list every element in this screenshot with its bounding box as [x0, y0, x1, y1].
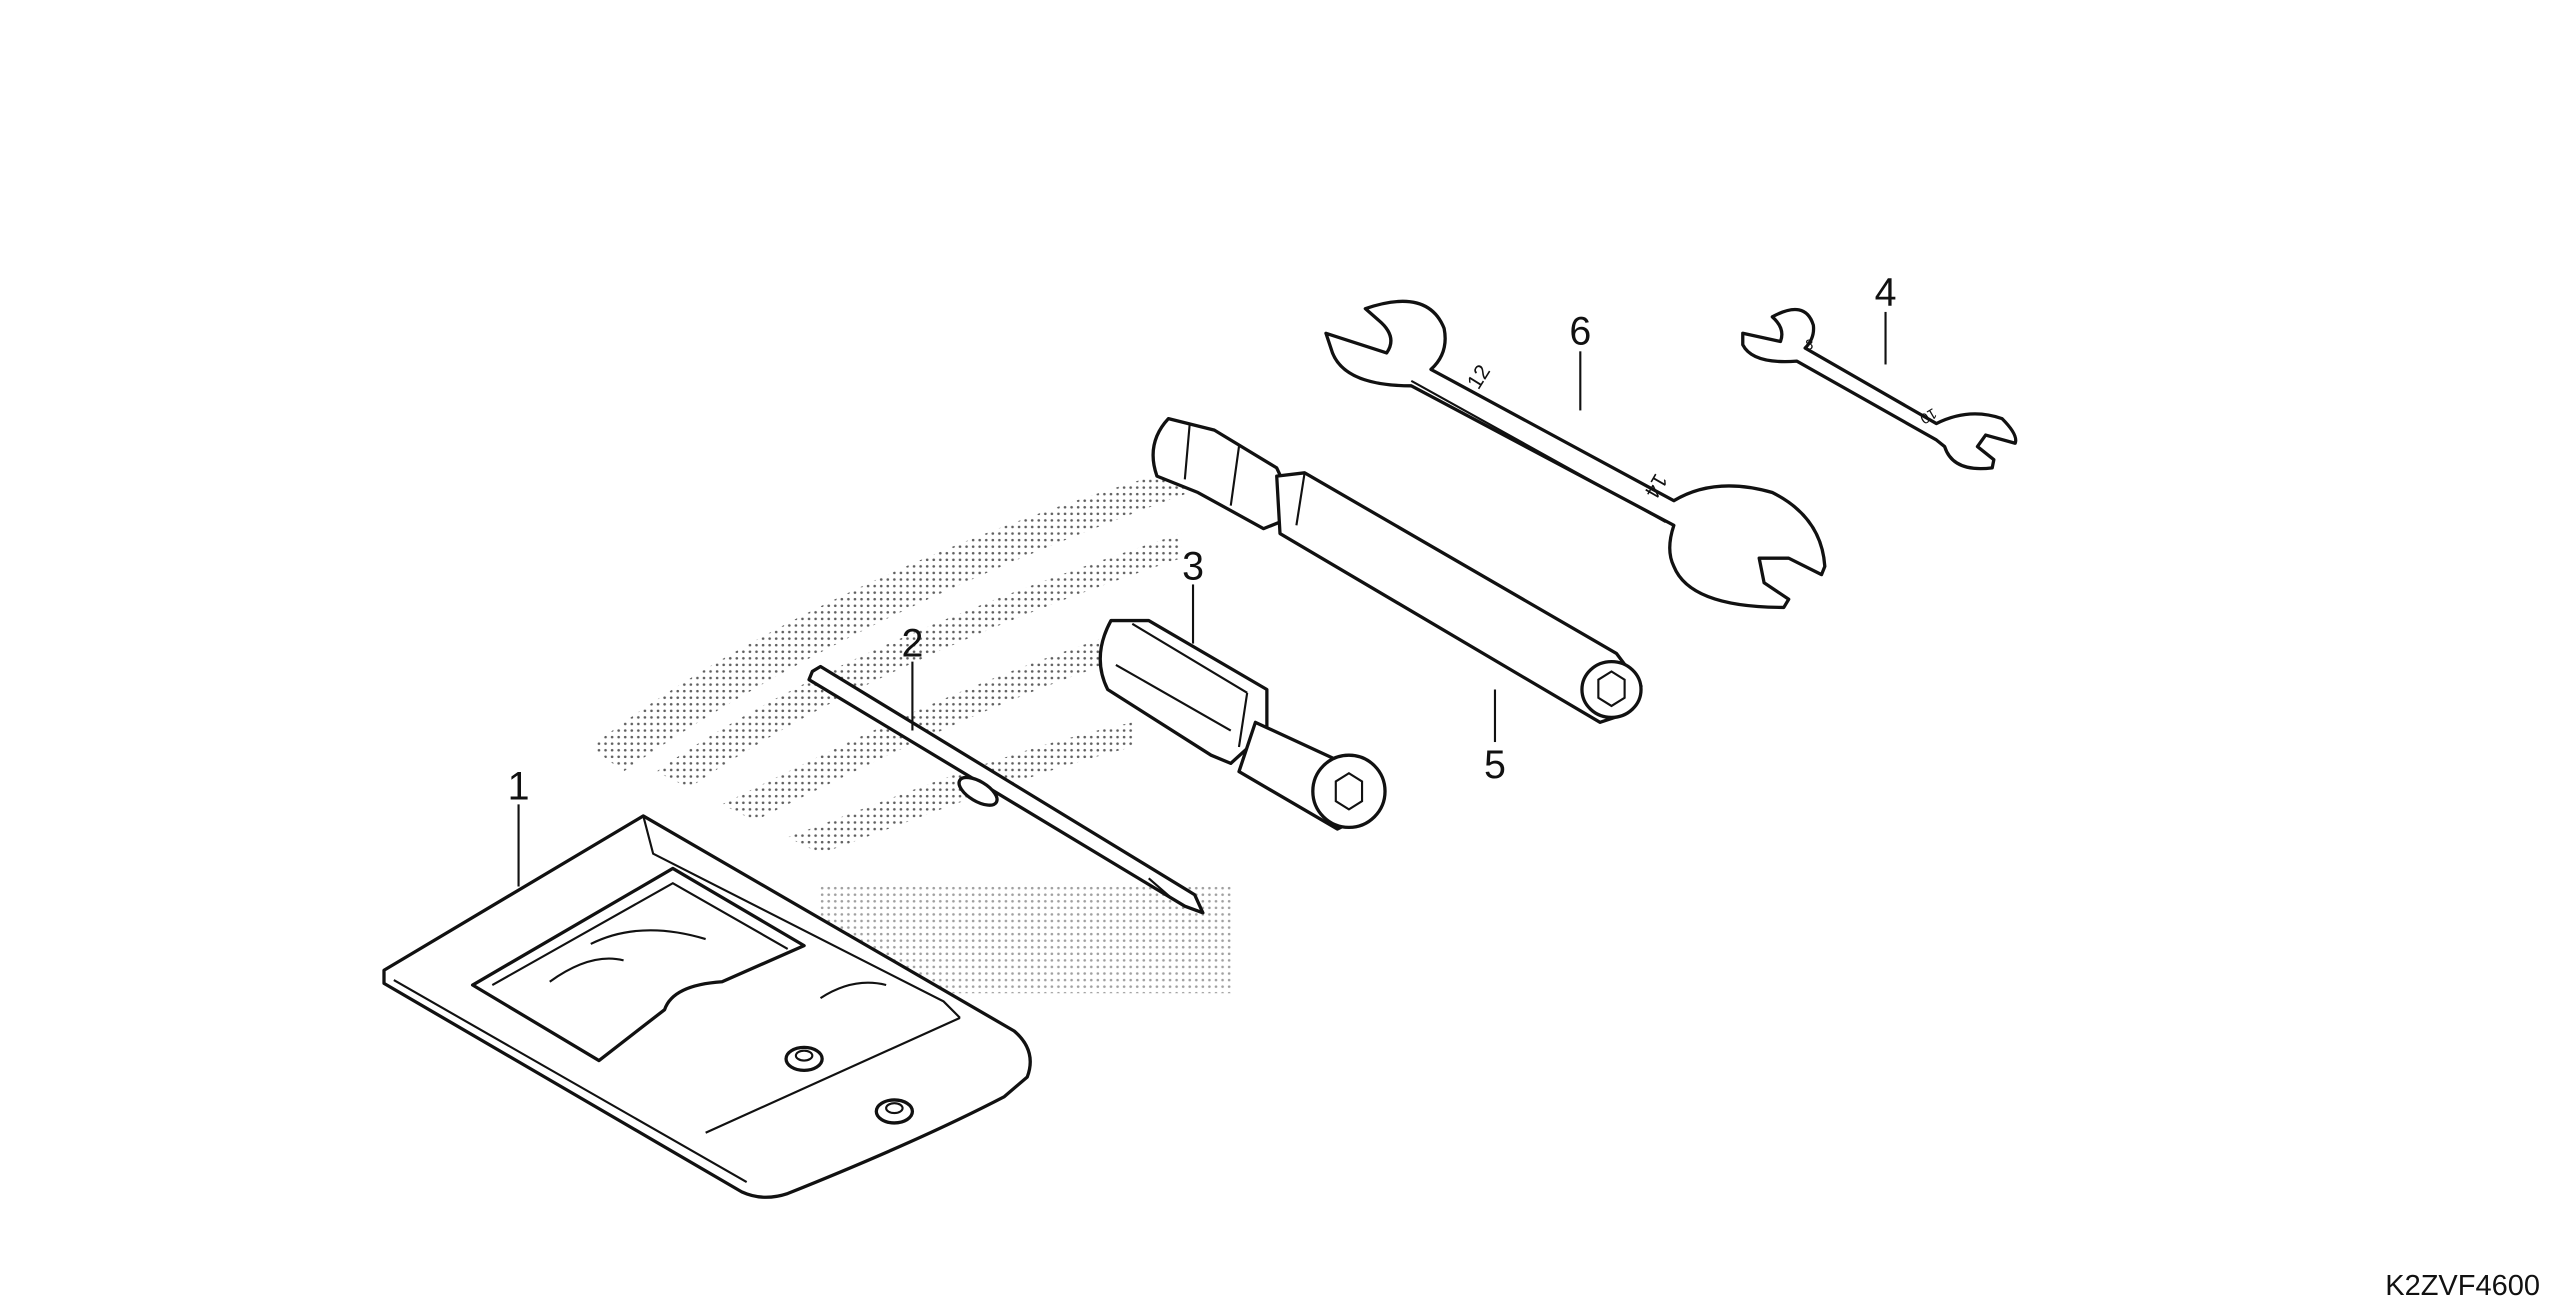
screwdriver-bit[interactable]	[807, 664, 1205, 915]
callout-2: 2	[901, 622, 923, 666]
small-wrench[interactable]: 8 10	[1741, 307, 2018, 471]
tool-bag[interactable]	[382, 814, 1032, 1199]
callout-1: 1	[508, 764, 530, 808]
callout-5: 5	[1484, 743, 1506, 787]
extension-bar[interactable]	[1151, 416, 1643, 724]
callout-6: 6	[1569, 310, 1591, 354]
snap-button-icon	[784, 1045, 824, 1073]
snap-button-icon	[874, 1098, 915, 1125]
callout-3: 3	[1182, 545, 1204, 589]
wrench-marking-8: 8	[1805, 338, 1813, 354]
diagram-code: K2ZVF4600	[2385, 1270, 2540, 1302]
wrench-marking-10: 10	[1917, 404, 1939, 426]
honda-watermark	[590, 467, 1231, 994]
callout-4: 4	[1875, 270, 1897, 314]
screwdriver-handle[interactable]	[1098, 618, 1387, 831]
